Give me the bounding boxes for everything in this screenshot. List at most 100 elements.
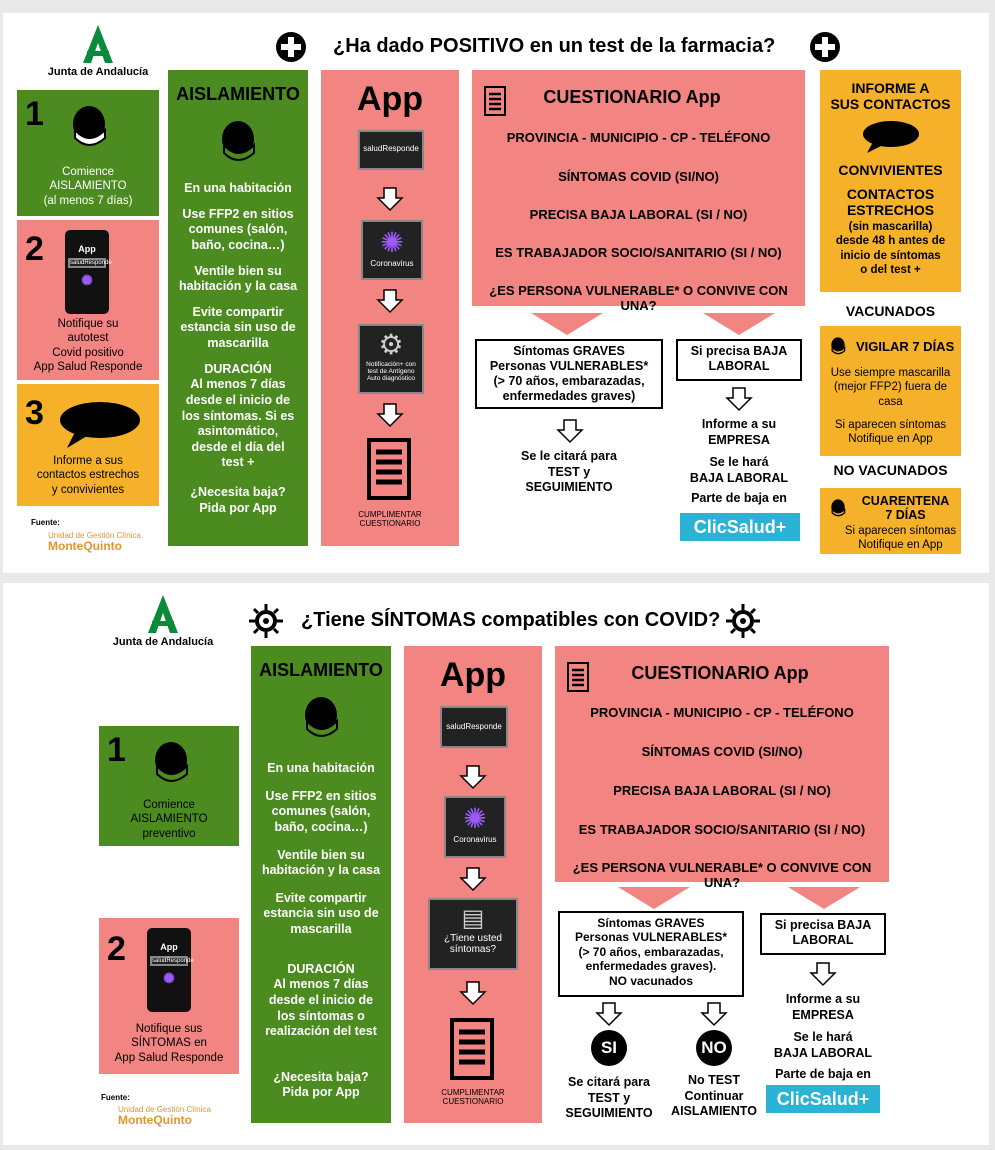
question-symptoms: SÍNTOMAS COVID (SI/NO) (558, 169, 719, 184)
question-vulnerable: ¿ES PERSONA VULNERABLE* O CONVIVE CON UN… (489, 283, 788, 313)
question-location: PROVINCIA - MUNICIPIO - CP - TELÉFONO (506, 130, 771, 145)
symptoms-question-label: ¿Tiene usted síntomas? (444, 933, 502, 955)
down-arrow-icon (459, 866, 487, 892)
down-arrow-icon (459, 980, 487, 1006)
thick-down-arrow-icon (788, 887, 860, 909)
isolation-heading: AISLAMIENTO (259, 660, 383, 680)
step-2-card: 2 App saludResponde ✺ Notifique sus SÍNT… (99, 918, 239, 1074)
phone-app-label: App (78, 244, 96, 254)
symptoms-app-icon[interactable]: ▤ ¿Tiene usted síntomas? (428, 898, 518, 970)
isolation-leave: ¿Necesita baja? Pida por App (190, 485, 286, 515)
down-arrow-icon (725, 386, 753, 412)
quarantine-symptoms: Si aparecen síntomas Notifique en App (844, 525, 957, 552)
source-unit: Unidad de Gestión Clínica (48, 531, 141, 540)
down-arrow-icon (595, 1001, 623, 1027)
down-arrow-icon (376, 186, 404, 212)
isolation-avoid: Evite compartir estancia sin uso de masc… (180, 304, 296, 350)
leave-report: Parte de baja en (691, 491, 787, 505)
down-arrow-icon (809, 961, 837, 987)
leave-inform-company: Informe a su EMPRESA (701, 417, 777, 447)
down-arrow-icon (556, 418, 584, 444)
virus-icon: ✺ (380, 227, 404, 258)
phone-app-button: saludResponde (68, 258, 112, 268)
virus-icon (725, 603, 761, 639)
step-number: 3 (25, 394, 44, 432)
severe-cases-box: Síntomas GRAVES Personas VULNERABLES* (>… (558, 911, 744, 997)
notification-app-icon[interactable]: ⚙ Notificación+ con test de Antígeno Aut… (358, 324, 424, 394)
questionnaire-heading: CUESTIONARIO App (631, 663, 809, 683)
app-column: App saludResponde ✺ Coronavirus ⚙ Notifi… (321, 70, 459, 546)
contacts-heading: INFORME A SUS CONTACTOS (830, 80, 951, 112)
question-leave: PRECISA BAJA LABORAL (SI / NO) (613, 783, 831, 798)
step-number: 2 (107, 930, 126, 968)
isolation-duration: DURACIÓN Al menos 7 días desde el inicio… (265, 961, 377, 1039)
no-result: No TEST Continuar AISLAMIENTO (671, 1073, 757, 1119)
virus-icon (248, 603, 284, 639)
bottom-infographic: Junta de Andalucía ¿Tiene SÍNTOMAS compa… (3, 583, 989, 1145)
step-text: Notifique su autotest Covid positivo App… (33, 318, 143, 374)
leave-granted: Se le hará BAJA LABORAL (689, 455, 789, 485)
step-text: Notifique sus SÍNTOMAS en App Salud Resp… (114, 1023, 224, 1064)
watch-mask: Use siempre mascarilla (mejor FFP2) fuer… (830, 367, 951, 408)
step-2-card: 2 App saludResponde ✺ Notifique su autot… (17, 220, 159, 380)
coronavirus-app-icon[interactable]: ✺ Coronavirus (361, 220, 423, 280)
speech-bubble-icon (861, 120, 921, 154)
step-text: Comience AISLAMIENTO preventivo (130, 799, 208, 840)
junta-logo-icon (83, 25, 113, 63)
gear-plus-icon: ⚙ (378, 329, 404, 360)
isolation-ventilate: Ventile bien su habitación y la casa (178, 263, 298, 294)
yes-circle: SI (591, 1030, 627, 1066)
source-label: Fuente: (101, 1093, 130, 1102)
salud-responde-app-icon[interactable]: saludResponde (440, 706, 508, 748)
fill-questionnaire-label: CUMPLIMENTAR CUESTIONARIO (441, 1088, 505, 1106)
app-column: App saludResponde ✺ Coronavirus ▤ ¿Tiene… (404, 646, 542, 1123)
cohabitants-label: CONVIVIENTES (838, 162, 943, 178)
logo-text: Junta de Andalucía (47, 66, 149, 78)
isolation-heading: AISLAMIENTO (176, 84, 300, 104)
watch-heading: VIGILAR 7 DÍAS (856, 339, 955, 354)
masked-face-icon (828, 498, 848, 520)
document-icon: ▤ (461, 905, 485, 932)
masked-face-icon (214, 119, 262, 169)
severe-result: Se le citará para TEST y SEGUIMIENTO (521, 449, 617, 495)
step-text: Informe a sus contactos estrechos y conv… (36, 455, 140, 496)
questionnaire-heading: CUESTIONARIO App (543, 87, 721, 107)
app-heading: App (439, 656, 507, 694)
question-location: PROVINCIA - MUNICIPIO - CP - TELÉFONO (590, 705, 854, 720)
page-title: ¿Ha dado POSITIVO en un test de la farma… (333, 35, 776, 57)
clicsalud-logo: ClicSalud+ (680, 513, 800, 541)
contacts-panel: INFORME A SUS CONTACTOS CONVIVIENTES CON… (820, 70, 961, 292)
step-number: 1 (107, 731, 126, 769)
junta-logo-icon (148, 595, 178, 633)
leave-inform-company: Informe a su EMPRESA (785, 992, 861, 1022)
virus-icon: ✺ (81, 272, 93, 288)
isolation-column: AISLAMIENTO En una habitación Use FFP2 e… (168, 70, 308, 546)
leave-granted: Se le hará BAJA LABORAL (773, 1030, 873, 1060)
thick-down-arrow-icon (703, 313, 775, 335)
checklist-icon (567, 662, 589, 692)
masked-face-icon (828, 336, 848, 358)
salud-responde-app-icon[interactable]: saludResponde (358, 130, 424, 170)
clicsalud-logo: ClicSalud+ (766, 1085, 880, 1113)
down-arrow-icon (376, 402, 404, 428)
source-brand: MonteQuinto (48, 539, 122, 553)
close-contacts-detail: (sin mascarilla) desde 48 h antes de ini… (835, 221, 946, 277)
sick-leave-box: Si precisa BAJA LABORAL (760, 913, 886, 955)
coronavirus-app-icon[interactable]: ✺ Coronavirus (444, 796, 506, 858)
step-1-card: 1 Comience AISLAMIENTO preventivo (99, 726, 239, 846)
plus-cross-icon (809, 31, 841, 63)
source-brand: MonteQuinto (118, 1113, 192, 1127)
masked-face-icon (147, 740, 195, 788)
coronavirus-label: Coronavirus (453, 835, 497, 844)
junta-logo: Junta de Andalucía (108, 591, 218, 661)
app-heading: App (356, 80, 424, 118)
watch-symptoms: Si aparecen síntomas Notifique en App (834, 419, 947, 446)
isolation-leave: ¿Necesita baja? Pida por App (273, 1069, 369, 1100)
plus-cross-icon (275, 31, 307, 63)
logo-text: Junta de Andalucía (112, 636, 214, 648)
isolation-ffp2: Use FFP2 en sitios comunes (salón, baño,… (265, 788, 377, 834)
checklist-icon (484, 86, 506, 116)
step-1-card: 1 Comience AISLAMIENTO (al menos 7 días) (17, 90, 159, 216)
virus-icon: ✺ (463, 803, 487, 834)
step-number: 1 (25, 95, 44, 133)
